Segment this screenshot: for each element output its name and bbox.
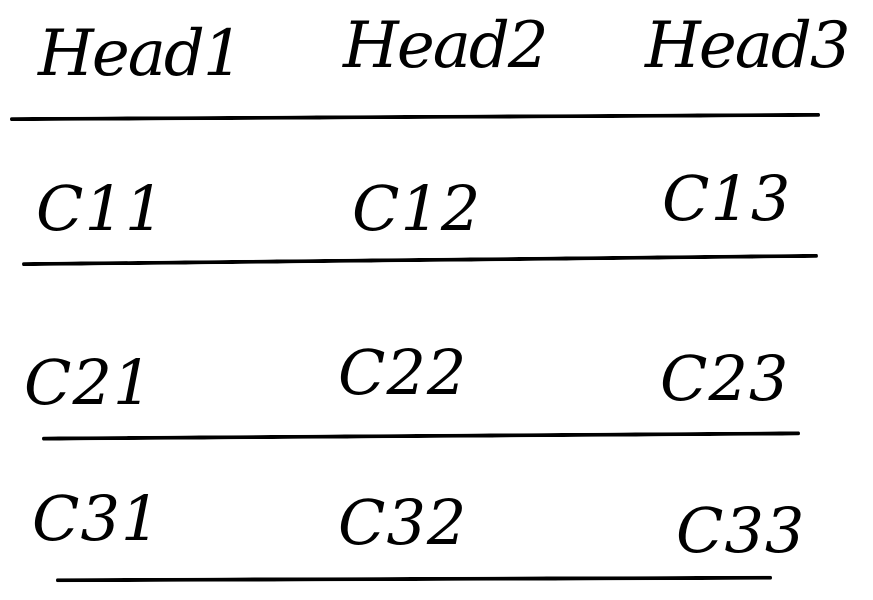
cell-r2-c3: C23 xyxy=(660,342,790,415)
row-2-underline xyxy=(41,431,801,441)
header-cell-1: Head1 xyxy=(38,17,244,91)
cell-r2-c1: C21 xyxy=(24,346,154,419)
cell-r3-c2: C32 xyxy=(338,486,468,559)
row-3-underline xyxy=(55,575,773,583)
cell-r3-c1: C31 xyxy=(32,482,162,555)
header-cell-2: Head2 xyxy=(343,9,549,83)
cell-r2-c2: C22 xyxy=(338,336,468,409)
row-1-underline xyxy=(22,253,818,267)
header-cell-3: Head3 xyxy=(645,9,851,83)
cell-r1-c1: C11 xyxy=(36,172,166,245)
header-underline xyxy=(9,112,821,122)
cell-r3-c3: C33 xyxy=(676,494,806,567)
cell-r1-c3: C13 xyxy=(662,162,792,235)
cell-r1-c2: C12 xyxy=(352,172,482,245)
